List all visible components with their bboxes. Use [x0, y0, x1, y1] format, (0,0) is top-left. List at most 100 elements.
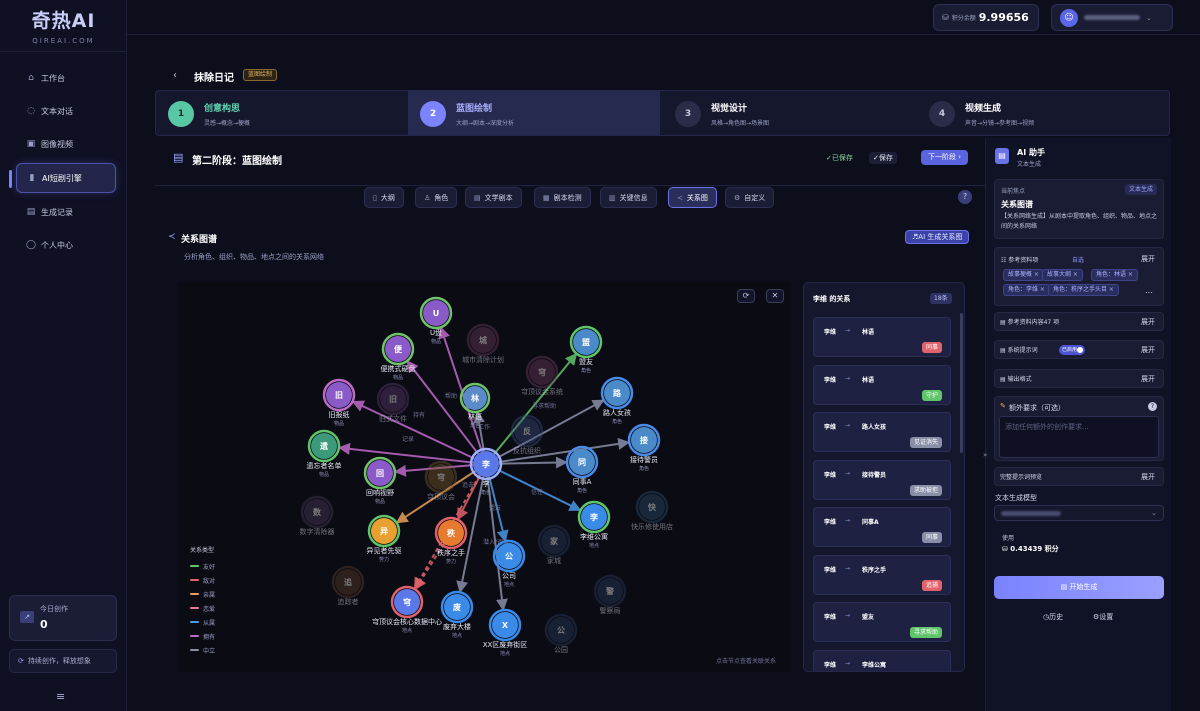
points-balance[interactable]: ⛁ 积分余额 9.99656 [933, 4, 1039, 31]
tab-4[interactable]: ▥关键信息 [600, 187, 657, 208]
step-title: 蓝图绘制 [456, 104, 493, 114]
reference-chip[interactable]: 角色：秩序之手头目 × [1048, 284, 1119, 296]
node-ring [376, 382, 410, 416]
save-button[interactable]: ✓保存 [869, 152, 897, 164]
tab-2[interactable]: ▤文学剧本 [465, 187, 522, 208]
extra-requirements-input[interactable]: 添加任何额外的创作要求... [999, 416, 1159, 458]
settings-button[interactable]: ⚙设置 [1093, 613, 1114, 621]
relation-card[interactable]: 李维→路人女孩见证消失 [813, 412, 951, 452]
legend-swatch [190, 565, 199, 567]
close-icon[interactable]: ✕ [766, 289, 784, 303]
ai-generate-graph-button[interactable]: ♬AI 生成关系图 [905, 230, 970, 244]
sidebar-item-3[interactable]: ▮AI短剧引擎 [9, 163, 116, 193]
node-circle [529, 359, 555, 385]
system-prompt-toggle[interactable] [1059, 345, 1085, 355]
sidebar-item-0[interactable]: ⌂工作台 [16, 63, 116, 93]
expand-button[interactable]: 展开 [1141, 375, 1155, 383]
reference-chip[interactable]: 角色：李维 × [1003, 284, 1050, 296]
tab-1[interactable]: ♙角色 [415, 187, 458, 208]
tab-5[interactable]: ≺关系图 [668, 187, 717, 208]
reference-chip[interactable]: 角色：林语 × [1091, 269, 1138, 281]
sidebar-item-2[interactable]: ▣图像视频 [16, 129, 116, 159]
sidebar-item-5[interactable]: ◯个人中心 [16, 230, 116, 260]
output-format-row[interactable]: ▤ 输出格式 展开 [994, 369, 1164, 388]
reference-expand-button[interactable]: 展开 [1141, 255, 1155, 263]
start-generate-button[interactable]: ▤ 开始生成 [994, 576, 1164, 599]
node-glyph: 废 [453, 602, 461, 612]
help-icon[interactable]: ? [958, 190, 972, 204]
reference-chip[interactable]: 故事大纲 × [1042, 269, 1083, 281]
reference-content-row[interactable]: ▤ 参考资料内容47 项 展开 [994, 312, 1164, 331]
brand-logo[interactable]: 奇热AI [31, 10, 96, 32]
expand-button[interactable]: 展开 [1141, 346, 1155, 354]
expand-button[interactable]: 展开 [1141, 318, 1155, 326]
info-icon[interactable]: ? [1148, 402, 1157, 411]
history-button[interactable]: ◷历史 [1043, 613, 1064, 621]
node-label: 接待警员 [630, 455, 658, 464]
menu-icon[interactable]: ≡ [56, 690, 66, 703]
sidebar-item-4[interactable]: ▤生成记录 [16, 197, 116, 227]
model-select[interactable]: ⌄ [994, 505, 1164, 521]
refresh-icon[interactable]: ⟳ [737, 289, 755, 303]
relation-card[interactable]: 李维→盟友寻求帮助 [813, 602, 951, 642]
scrollbar[interactable] [960, 313, 963, 453]
relationship-graph[interactable]: 持有记录工作盟友信任潜入/调查追击寻求帮助帮助李李角色林林语角色UU盘物品便便携… [0, 0, 800, 680]
relation-card[interactable]: 李维→林语守护 [813, 364, 951, 405]
expand-button[interactable]: 展开 [1141, 473, 1155, 481]
system-prompt-row[interactable]: ▤ 系统提示词 已启用 展开 [994, 340, 1164, 359]
reference-auto-select[interactable]: 自选 [1072, 257, 1085, 264]
collapse-panel-icon[interactable]: » [983, 451, 988, 459]
reference-chip[interactable]: 故事梗概 × [1003, 269, 1044, 281]
tab-label: 角色 [434, 193, 449, 202]
relation-card[interactable]: 李维→接待警员求助被拒 [813, 459, 951, 500]
tab-6[interactable]: ⚙自定义 [725, 187, 775, 208]
sidebar-item-1[interactable]: ◌文本对话 [16, 96, 116, 126]
tab-label: 关键信息 [619, 193, 648, 202]
relation-card[interactable]: 李维→秩序之手追捕 [813, 554, 951, 595]
back-icon[interactable]: ‹ [173, 70, 177, 81]
tab-3[interactable]: ▦剧本检测 [534, 187, 591, 208]
relation-card[interactable]: 李维→李维公寓居住 [813, 649, 951, 671]
next-stage-button[interactable]: 下一阶段 › [921, 150, 969, 165]
prompt-preview-row[interactable]: 完整提示词预览 展开 [994, 467, 1164, 486]
user-menu[interactable]: ☺ ⌄ [1051, 4, 1173, 31]
graph-node-dong[interactable]: 家家城 [537, 524, 571, 565]
tab-0[interactable]: ▯大纲 [364, 187, 404, 208]
more-icon[interactable]: … [1145, 286, 1153, 295]
graph-node-gy[interactable]: 公公园 [544, 613, 578, 654]
relation-card[interactable]: 李维→林语同事 [813, 317, 951, 357]
nav-icon: ▣ [26, 139, 36, 149]
